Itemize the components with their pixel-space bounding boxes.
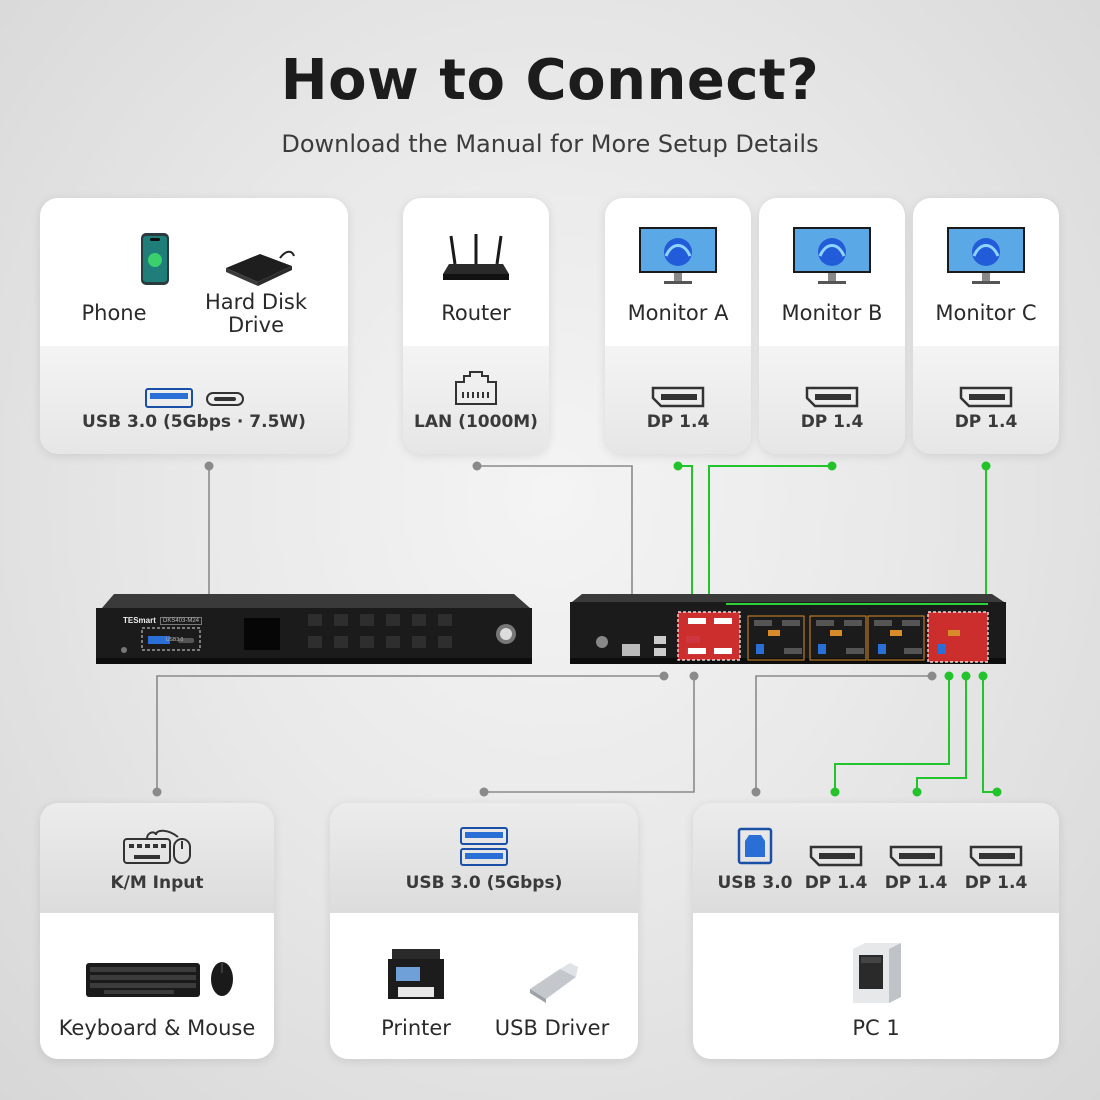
printer-icon <box>388 949 444 999</box>
monitor-c-icon <box>947 227 1025 284</box>
kvm-usb-label: USB3.0 <box>166 637 184 643</box>
port-km-label: K/M Input <box>110 873 204 893</box>
keyboard-icon <box>86 962 233 997</box>
router-icon <box>443 234 509 280</box>
usb-a-port-icon <box>145 388 193 408</box>
port-pc-dp1-label: DP 1.4 <box>804 873 868 893</box>
wire-pc-dp3 <box>982 676 997 793</box>
port-monitor-b-label: DP 1.4 <box>800 412 864 432</box>
card-lan: Router LAN (1000M) <box>403 198 549 454</box>
wire-pc-dp2 <box>916 676 967 792</box>
dp-port-icon <box>809 845 863 867</box>
dp-port-icon <box>889 845 943 867</box>
port-usb-rear-label: USB 3.0 (5Gbps) <box>405 873 563 893</box>
kvm-rear-panel <box>570 594 1006 664</box>
port-monitor-a-label: DP 1.4 <box>646 412 710 432</box>
dp-port-icon <box>651 386 705 408</box>
device-usb-driver-label: USB Driver <box>494 1016 610 1040</box>
device-printer-label: Printer <box>381 1016 451 1040</box>
usb-a-ports-icon <box>460 827 508 866</box>
usb-drive-icon <box>530 963 578 1003</box>
port-pc-usb-label: USB 3.0 <box>717 873 793 893</box>
dp-port-icon <box>805 386 859 408</box>
device-monitor-a-label: Monitor A <box>627 301 729 325</box>
wire-km <box>156 675 664 792</box>
hard-disk-icon <box>226 250 295 286</box>
port-pc-dp2-label: DP 1.4 <box>884 873 948 893</box>
monitor-a-icon <box>639 227 717 284</box>
monitor-b-icon <box>793 227 871 284</box>
card-usb-rear: USB 3.0 (5Gbps) Printer USB Driver <box>330 803 638 1059</box>
device-pc-label: PC 1 <box>852 1016 900 1040</box>
device-hard-disk-line1: Hard Disk <box>204 290 308 314</box>
device-keyboard-mouse-label: Keyboard & Mouse <box>58 1016 256 1040</box>
dp-port-icon <box>959 386 1013 408</box>
device-monitor-c-label: Monitor C <box>935 301 1037 325</box>
wire-monitor-b <box>708 465 832 600</box>
lan-port-icon <box>455 371 497 405</box>
keyboard-mouse-icon <box>123 829 191 864</box>
wire-pc-dp1 <box>834 676 950 792</box>
card-monitor-c: Monitor C DP 1.4 <box>913 198 1059 454</box>
device-monitor-b-label: Monitor B <box>781 301 883 325</box>
usb-c-port-icon <box>206 392 244 406</box>
card-pc: USB 3.0 DP 1.4 DP 1.4 DP 1.4 PC 1 <box>693 803 1059 1059</box>
card-km: K/M Input Keyboard & Mouse <box>40 803 274 1059</box>
kvm-model-label: DKS403-M24 <box>160 617 203 625</box>
device-router-label: Router <box>441 301 511 325</box>
card-monitor-a: Monitor A DP 1.4 <box>605 198 751 454</box>
card-usb-front: Phone Hard Disk Drive USB 3.0 (5Gbps · 7… <box>40 198 348 454</box>
port-lan-label: LAN (1000M) <box>414 412 538 432</box>
usb-b-port-icon <box>737 827 773 865</box>
wire-pc-usb <box>755 675 932 792</box>
device-hard-disk-line2: Drive <box>228 313 284 337</box>
phone-icon <box>141 233 169 285</box>
kvm-brand-label: TESmart <box>123 616 156 625</box>
card-monitor-b: Monitor B DP 1.4 <box>759 198 905 454</box>
device-phone-label: Phone <box>81 301 147 325</box>
wire-monitor-c <box>726 466 987 601</box>
port-monitor-c-label: DP 1.4 <box>954 412 1018 432</box>
dp-port-icon <box>969 845 1023 867</box>
kvm-front-panel <box>96 594 532 664</box>
page-subtitle: Download the Manual for More Setup Detai… <box>281 130 819 158</box>
wire-usb-hub <box>484 676 695 793</box>
wire-lan <box>477 465 633 628</box>
port-pc-dp3-label: DP 1.4 <box>964 873 1028 893</box>
pc-tower-icon <box>853 943 901 1003</box>
port-usb-front-label: USB 3.0 (5Gbps · 7.5W) <box>82 412 306 432</box>
page-title: How to Connect? <box>280 48 820 113</box>
wire-monitor-a <box>678 465 693 600</box>
